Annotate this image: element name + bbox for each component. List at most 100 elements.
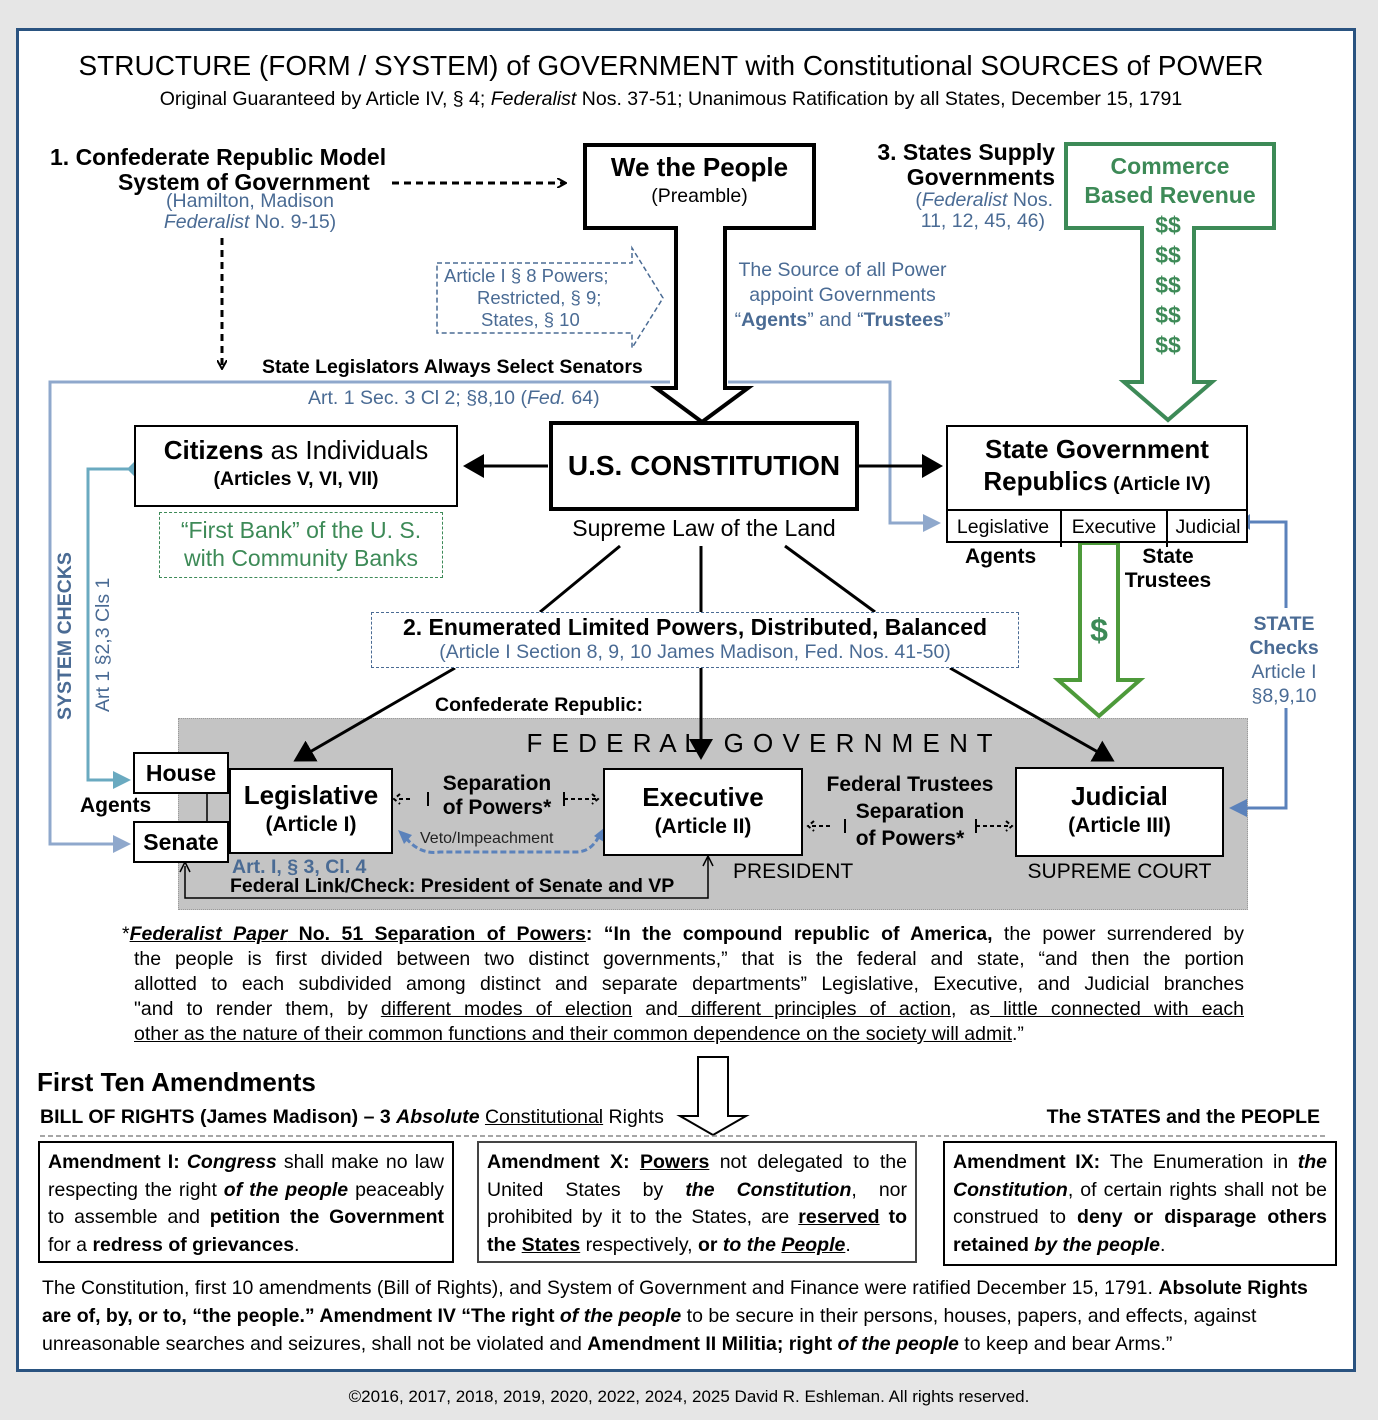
fed51-l4u1: different modes of election	[380, 998, 633, 1020]
subtitle-text: Original Guaranteed by Article IV, § 4;	[159, 88, 491, 110]
a1-petition: petition the Government	[209, 1206, 444, 1228]
state-gov-line-2: Republics	[983, 466, 1108, 496]
state-government-box[interactable]: State Government Republics (Article IV) …	[946, 425, 1248, 547]
amendments-heading: First Ten Amendments	[37, 1067, 316, 1097]
sep2-a: Separation	[855, 800, 965, 823]
and-text: ” and “	[807, 309, 864, 331]
fed51-l4u2: different principles of action	[677, 998, 951, 1020]
trustees-line-1: State	[1142, 545, 1194, 568]
model3-citation: (Federalist Nos. 11, 12, 45, 46)	[870, 190, 1055, 232]
source-of-power-text: The Source of all Power appoint Governme…	[720, 258, 965, 333]
model1-cite-italic: Federalist	[163, 211, 250, 233]
a10-t3	[880, 1206, 889, 1228]
fed51-bold-quote: “In the compound republic of America,	[603, 923, 993, 945]
bank-line-2: with Community Banks	[184, 545, 418, 571]
a1-congress: Congress	[186, 1151, 277, 1173]
art-i-citation: Art. I, § 3, Cl. 4	[232, 856, 367, 878]
federal-government-banner: F E D E R A L G O V E R N M E N T	[526, 728, 994, 758]
state-branches: Legislative Executive Judicial	[946, 509, 1248, 547]
sep1-a: Separation	[442, 772, 552, 795]
first-bank-box: “First Bank” of the U. S. with Community…	[159, 512, 443, 578]
agents-term: Agents	[741, 309, 808, 331]
state-agents-label: Agents	[965, 545, 1037, 568]
page-subtitle: Original Guaranteed by Article IV, § 4; …	[30, 88, 1312, 111]
page-title: STRUCTURE (FORM / SYSTEM) of GOVERNMENT …	[78, 50, 1264, 81]
a10-t5: .	[845, 1233, 851, 1256]
a1-t4: .	[294, 1233, 300, 1256]
judicial-title: Judicial	[1071, 781, 1168, 811]
state-branch-executive[interactable]: Executive	[1062, 511, 1168, 547]
a10-t2: , nor prohibited by it to the States, ar…	[487, 1178, 908, 1229]
federal-trustees: Federal Trustees	[826, 773, 994, 796]
bor-b: Rights	[603, 1106, 664, 1128]
a1-t1: shall make no law respecting the right	[48, 1151, 444, 1201]
a9-by-the-people: by the people	[1034, 1233, 1160, 1256]
a10-tothe2: to the	[722, 1233, 782, 1256]
amendment-1-box: Amendment I: Congress shall make no law …	[38, 1141, 454, 1263]
a1-of-the-people: of the people	[223, 1178, 349, 1201]
house-box[interactable]: House	[133, 752, 229, 794]
fed51-line1: the power surrendered by	[992, 923, 1244, 945]
state-checks-3: Article I	[1251, 661, 1317, 683]
fed51-l4u3: little connected with each	[990, 998, 1244, 1020]
state-checks-4: §8,9,10	[1251, 685, 1317, 707]
powers-line-1: Article I § 8 Powers;	[444, 265, 609, 286]
copyright-footer: ©2016, 2017, 2018, 2019, 2020, 2022, 202…	[348, 1387, 1030, 1406]
powers-line-2: Restricted, § 9;	[477, 287, 602, 308]
closing-s1: The Constitution, first 10 amendments (B…	[42, 1277, 1159, 1299]
revenue-line-2: Based Revenue	[1084, 182, 1256, 208]
sep2-b: of Powers*	[855, 827, 965, 850]
judicial-article: (Article III)	[1068, 814, 1171, 837]
senate-box[interactable]: Senate	[133, 821, 229, 863]
bor-a: BILL OF RIGHTS (James Madison) – 3	[40, 1106, 397, 1128]
fed51-title: No. 51 Separation of Powers	[287, 923, 586, 945]
state-branch-judicial[interactable]: Judicial	[1175, 516, 1241, 538]
quote-close: ”	[943, 309, 951, 331]
states-and-people-label: The STATES and the PEOPLE	[1046, 1106, 1320, 1128]
a1-redress: redress of grievances	[92, 1233, 295, 1256]
a1-t3: for a	[48, 1233, 93, 1256]
fed51-line3: allotted to each subdivided among distin…	[134, 973, 1244, 995]
system-checks-label: SYSTEM CHECKS	[54, 552, 76, 720]
state-branch-legislative[interactable]: Legislative	[946, 511, 1062, 547]
senators-label: State Legislators Always Select Senators	[262, 356, 643, 378]
a10-const: the Constitution	[685, 1178, 852, 1201]
bill-of-rights-label: BILL OF RIGHTS (James Madison) – 3 Absol…	[40, 1106, 664, 1129]
model1-cite-2: No. 9-15)	[249, 211, 337, 233]
veto-impeachment-label: Veto/Impeachment	[420, 830, 554, 847]
dollar-icon: $$	[1155, 272, 1181, 298]
president-label: PRESIDENT	[733, 860, 854, 883]
federal-legislative-box[interactable]: Legislative (Article I)	[229, 768, 393, 854]
supreme-law-label: Supreme Law of the Land	[572, 515, 836, 541]
closing-a2: Amendment II Militia; right	[587, 1333, 838, 1355]
model3-line-2: Governments	[906, 164, 1055, 190]
federalist-51-quote: *Federalist Paper No. 51 Separation of P…	[122, 922, 1244, 1047]
model1-cite-1: (Hamilton, Madison	[166, 190, 334, 212]
asterisk: *	[122, 923, 130, 945]
source-line-1: The Source of all Power	[738, 259, 947, 281]
system-checks-citation: Art 1 §2,3 Cls 1	[92, 577, 114, 712]
citizens-articles: (Articles V, VI, VII)	[213, 468, 379, 490]
powers-arrow-text: Article I § 8 Powers; Restricted, § 9; S…	[444, 265, 609, 331]
fed51-title-italic: Federalist Paper	[129, 923, 288, 945]
subtitle-text-2: Nos. 37-51; Unanimous Ratification by al…	[576, 88, 1183, 110]
a10-tothe: to the	[487, 1206, 908, 1256]
legislative-title: Legislative	[243, 780, 379, 810]
supreme-court-label: SUPREME COURT	[1027, 860, 1212, 883]
sep1-b: of Powers*	[442, 796, 552, 819]
federal-judicial-box[interactable]: Judicial (Article III)	[1015, 767, 1224, 857]
citizens-box[interactable]: Citizens as Individuals (Articles V, VI,…	[134, 425, 458, 507]
dollar-icon: $$	[1155, 212, 1181, 238]
powers-line-3: States, § 10	[481, 309, 580, 330]
federal-executive-box[interactable]: Executive (Article II)	[603, 768, 803, 856]
model1-heading: 1. Confederate Republic Model	[50, 144, 387, 170]
a10-t4: respectively,	[580, 1233, 698, 1256]
closing-a2-rest: to keep and bear Arms.”	[958, 1333, 1173, 1355]
state-gov-line-1: State Government	[985, 434, 1209, 464]
constitution-box[interactable]: U.S. CONSTITUTION	[549, 421, 859, 511]
fed51-l5end: .”	[1012, 1023, 1024, 1045]
a9-deny: deny or disparage others retained	[953, 1206, 1327, 1256]
enumerated-citation: (Article I Section 8, 9, 10 James Madiso…	[439, 641, 951, 663]
state-checks-2: Checks	[1249, 637, 1319, 659]
